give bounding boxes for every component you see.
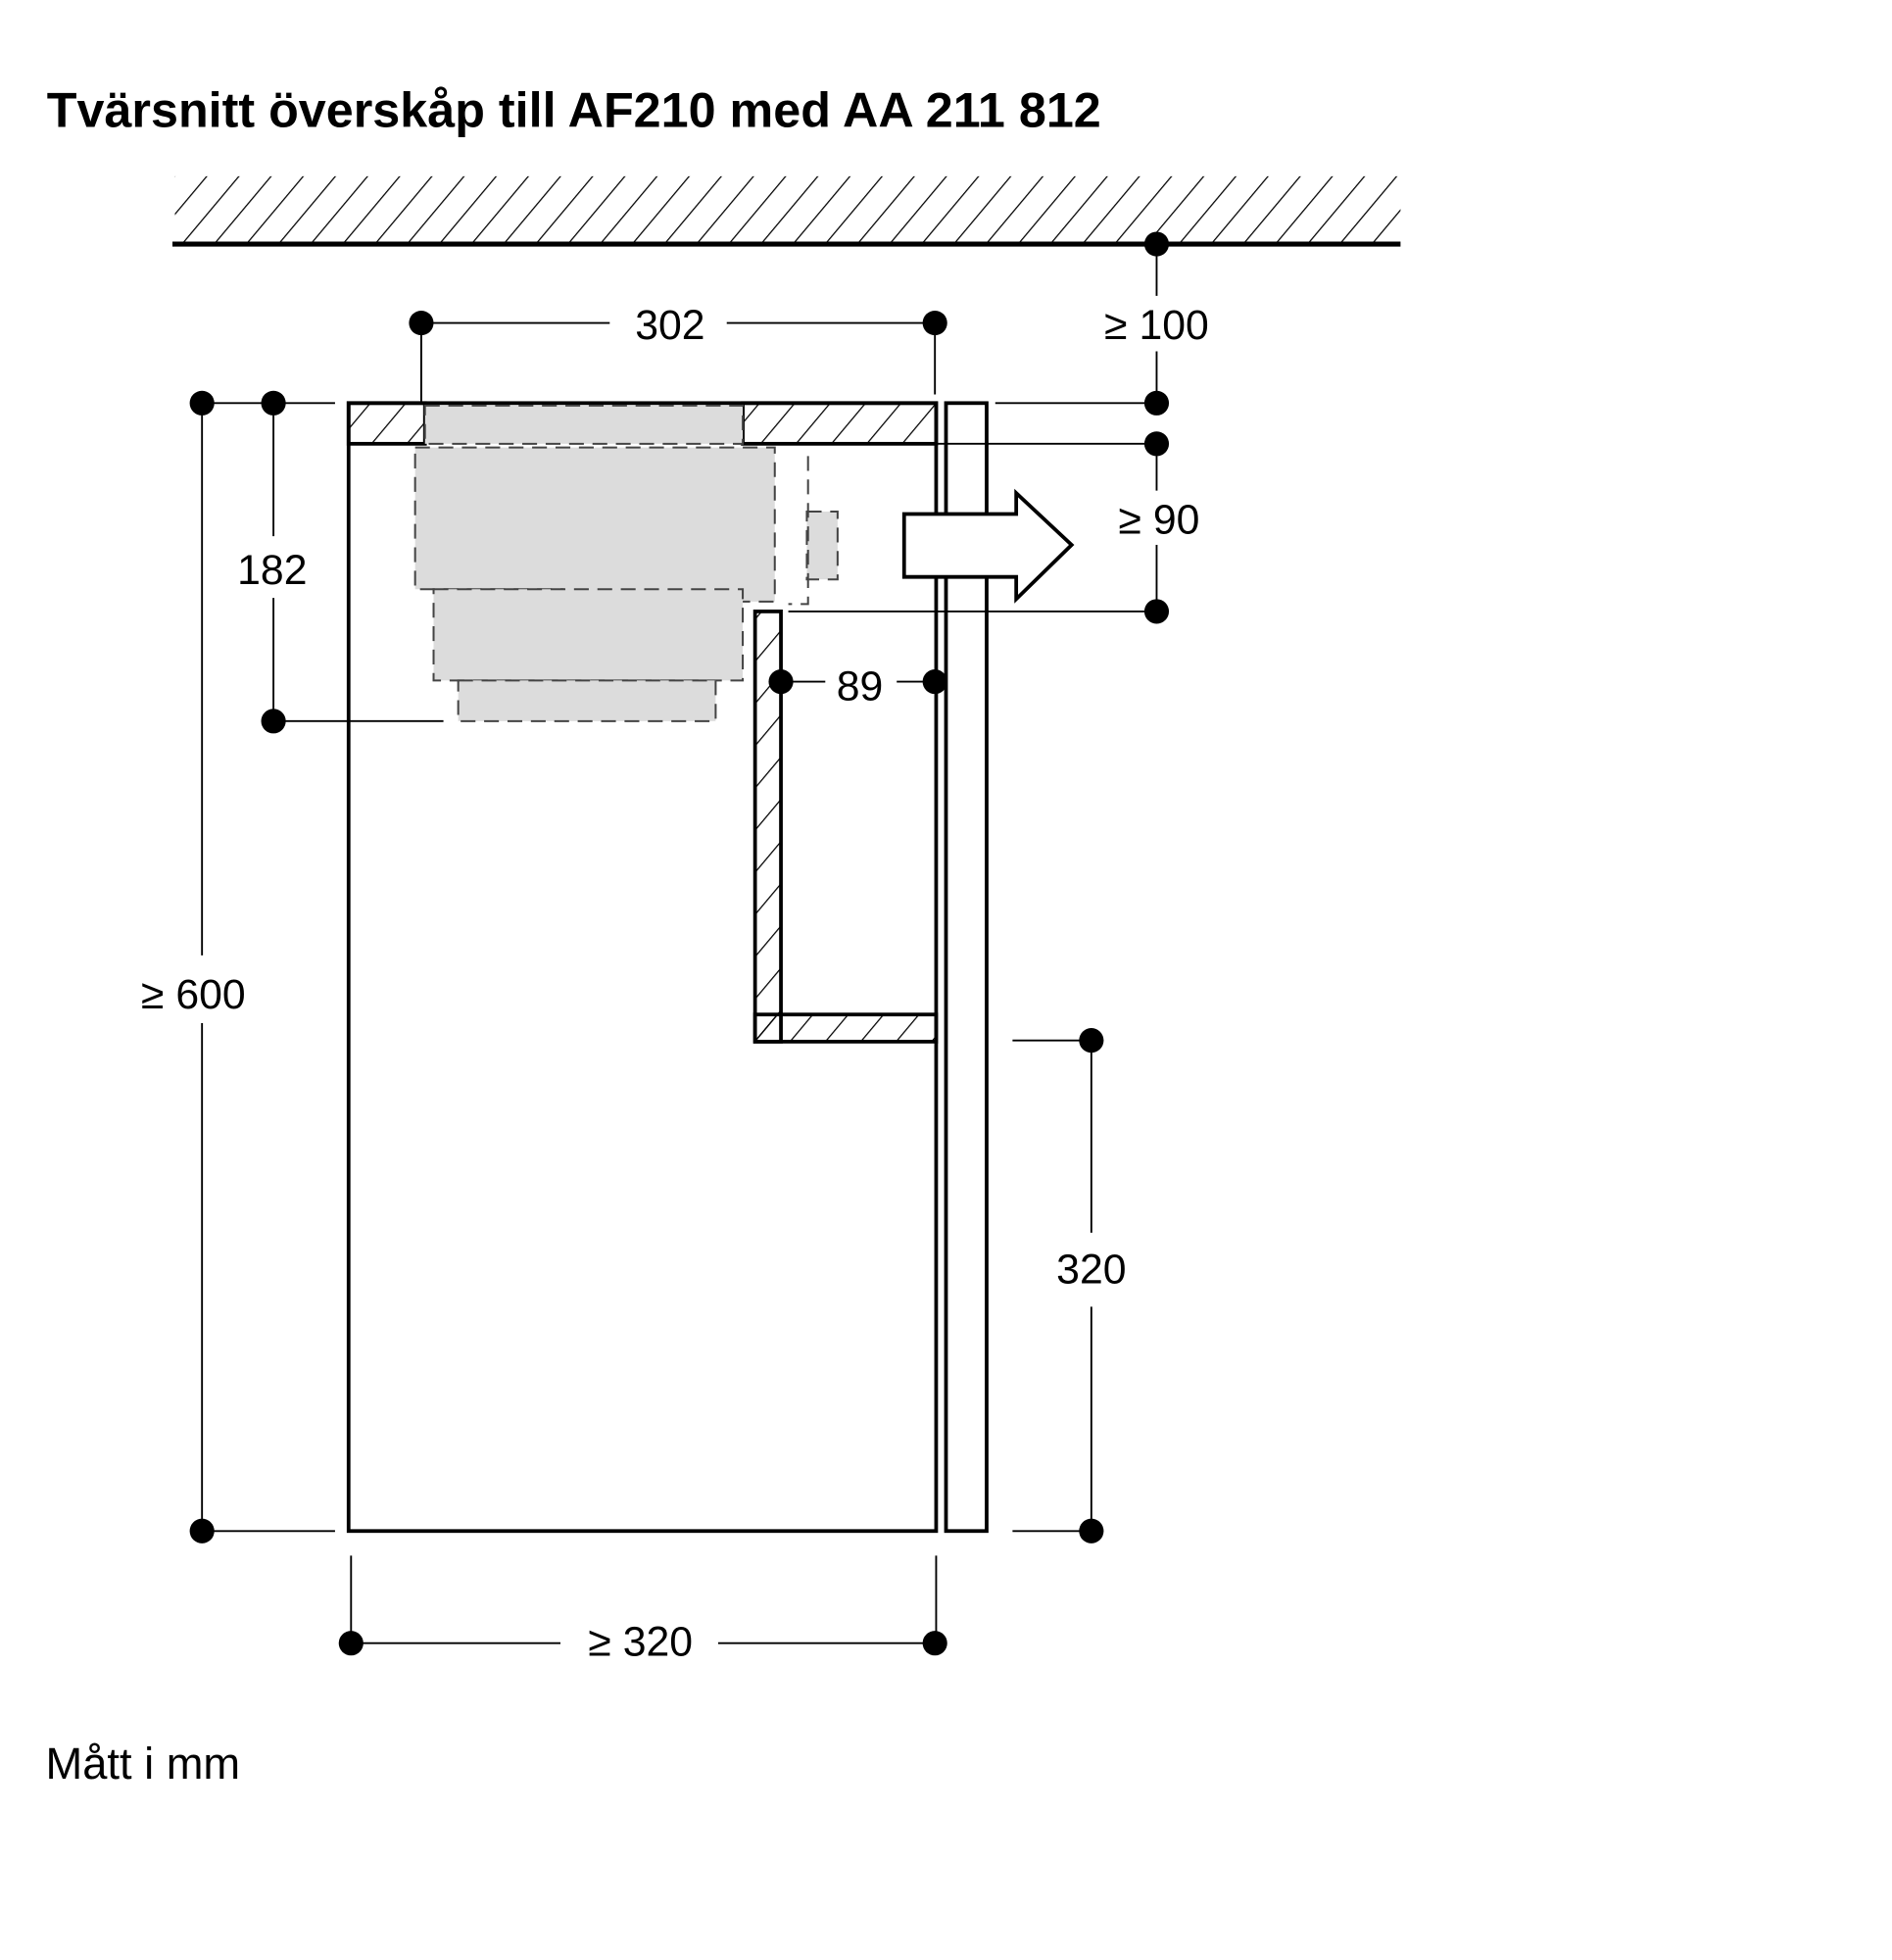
hood-unit (413, 404, 839, 722)
page-title: Tvärsnitt överskåp till AF210 med AA 211… (47, 82, 1101, 138)
dim-door-height: 320 (1056, 1246, 1126, 1293)
dim-unit-height: 182 (237, 547, 307, 594)
dimension-dots (189, 231, 1170, 1656)
dim-ceiling-gap: ≥ 100 (1104, 302, 1209, 349)
ceiling (172, 175, 1401, 247)
cabinet-door (944, 401, 989, 1534)
dim-inner-depth: 89 (837, 662, 884, 710)
dim-cabinet-depth: ≥ 320 (588, 1618, 693, 1665)
dim-top-width: 302 (635, 302, 704, 349)
units-note: Mått i mm (46, 1739, 241, 1788)
airflow-arrow-icon (901, 488, 1075, 604)
dim-outlet-gap: ≥ 90 (1119, 497, 1200, 544)
wall-cabinet (346, 401, 939, 1534)
dim-cabinet-height: ≥ 600 (141, 971, 246, 1018)
